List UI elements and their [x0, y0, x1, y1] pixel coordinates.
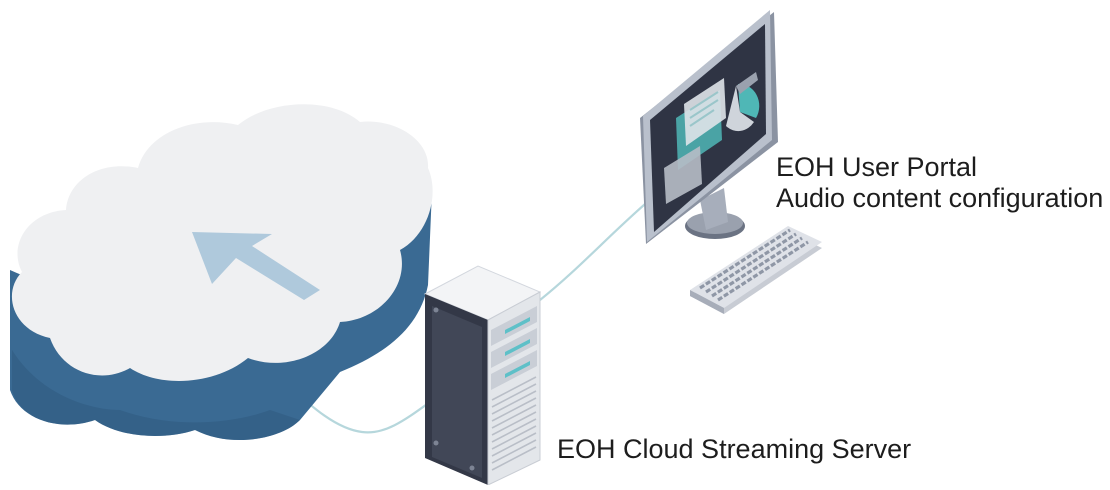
cable-server-to-monitor	[538, 196, 654, 302]
upload-arrow-icon	[192, 232, 320, 300]
portal-subtitle: Audio content configuration	[776, 183, 1104, 213]
server-rack-icon	[423, 265, 542, 486]
user-portal-label: EOH User Portal Audio content configurat…	[776, 152, 1103, 214]
server-label: EOH Cloud Streaming Server	[557, 434, 912, 464]
keyboard-icon	[690, 226, 822, 314]
monitor-screen-content	[664, 72, 760, 204]
portal-title: EOH User Portal	[776, 152, 978, 182]
server-drive-bays	[491, 306, 537, 390]
monitor-icon	[640, 10, 778, 244]
cloud-icon	[10, 104, 433, 441]
